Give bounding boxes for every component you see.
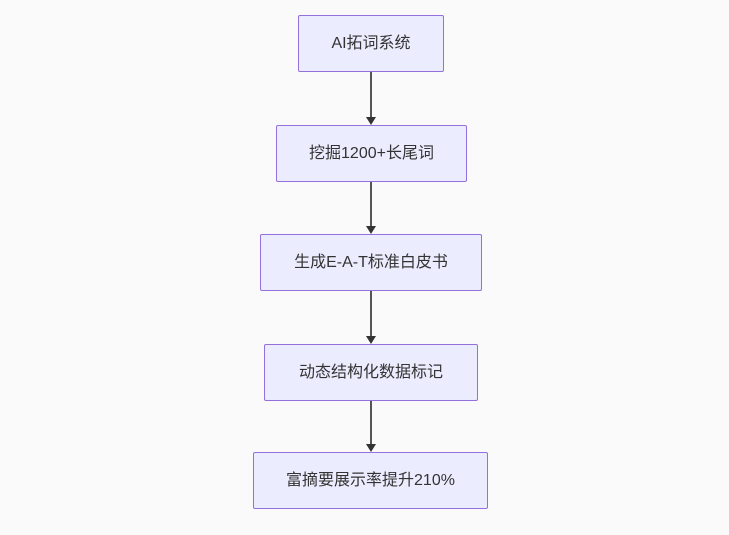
arrow-line xyxy=(370,291,372,338)
arrow-head-icon xyxy=(366,444,376,452)
arrow-line xyxy=(370,72,372,119)
flow-arrow-4 xyxy=(365,401,377,452)
flow-node-structured-data-markup: 动态结构化数据标记 xyxy=(264,344,478,401)
flow-node-longtail-mining: 挖掘1200+长尾词 xyxy=(276,125,467,182)
flow-arrow-1 xyxy=(365,72,377,125)
flow-node-ai-keyword-system: AI拓词系统 xyxy=(298,15,444,72)
arrow-line xyxy=(370,401,372,446)
flow-arrow-3 xyxy=(365,291,377,344)
flow-node-eat-whitepaper: 生成E-A-T标准白皮书 xyxy=(260,234,482,291)
arrow-head-icon xyxy=(366,117,376,125)
flow-arrow-2 xyxy=(365,182,377,234)
arrow-head-icon xyxy=(366,336,376,344)
arrow-head-icon xyxy=(366,226,376,234)
arrow-line xyxy=(370,182,372,228)
flow-node-rich-snippet-result: 富摘要展示率提升210% xyxy=(253,452,488,509)
